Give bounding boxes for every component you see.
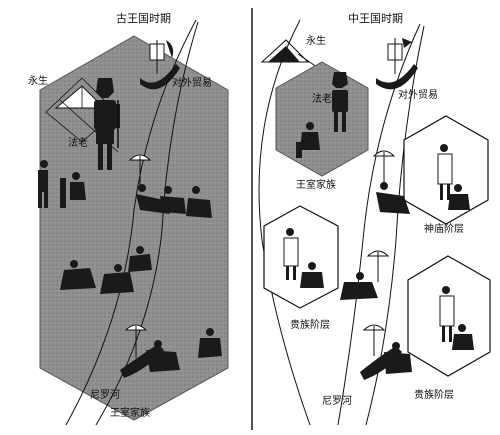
right-pharaoh-label: 法老 [312, 92, 332, 105]
right-royal-family-label: 王室家族 [296, 178, 336, 191]
right-umbrella-bottom [362, 324, 386, 356]
left-panel: 古王国时期 永生 法老 对外贸易 [28, 12, 229, 426]
left-pharaoh-figure [94, 78, 120, 170]
right-temple-label: 神庙阶层 [424, 222, 464, 235]
left-nile-line-2 [95, 21, 199, 426]
right-noble-figures-right [439, 286, 474, 350]
left-workers-group-3 [120, 328, 222, 378]
left-nile-line-1 [65, 19, 197, 426]
right-noble-figures-left [283, 228, 324, 288]
left-umbrella-top [128, 154, 152, 190]
right-nile-line-1 [337, 23, 421, 426]
right-outer-arc [258, 19, 311, 426]
right-noble-label-right: 贵族阶层 [414, 388, 454, 401]
right-pharaoh-figure [332, 72, 348, 132]
left-workers-group-2 [60, 246, 152, 294]
left-large-hexagon [39, 35, 229, 421]
left-eternal-life-label: 永生 [28, 74, 48, 87]
right-royal-figure [296, 122, 320, 158]
left-scribes-group [38, 160, 86, 208]
left-trade-ship [140, 40, 180, 90]
right-umbrella-top [372, 150, 396, 186]
left-panel-title: 古王国时期 [116, 12, 171, 25]
right-umbrella-mid [366, 250, 390, 282]
left-umbrella-bottom [124, 324, 148, 358]
right-trade-label: 对外贸易 [398, 88, 438, 101]
right-nile-label: 尼罗河 [322, 395, 352, 407]
right-trade-ship [376, 38, 418, 90]
right-panel: 中王国时期 永生 法老 王室家族 对外贸易 [258, 12, 491, 426]
left-nile-label: 尼罗河 [90, 389, 120, 401]
right-river-workers [340, 182, 412, 380]
right-noble-hexagon-left [263, 205, 339, 309]
right-pharaoh-hexagon [275, 61, 369, 177]
right-temple-figures [437, 144, 470, 210]
right-noble-label-left: 贵族阶层 [290, 318, 330, 331]
left-workers-group-1 [136, 184, 212, 218]
right-panel-title: 中王国时期 [348, 12, 403, 25]
left-trade-label: 对外贸易 [172, 76, 212, 89]
right-eternal-life-label: 永生 [306, 34, 326, 47]
left-royal-family-label: 王室家族 [110, 406, 150, 419]
left-pharaoh-label: 法老 [68, 136, 88, 149]
